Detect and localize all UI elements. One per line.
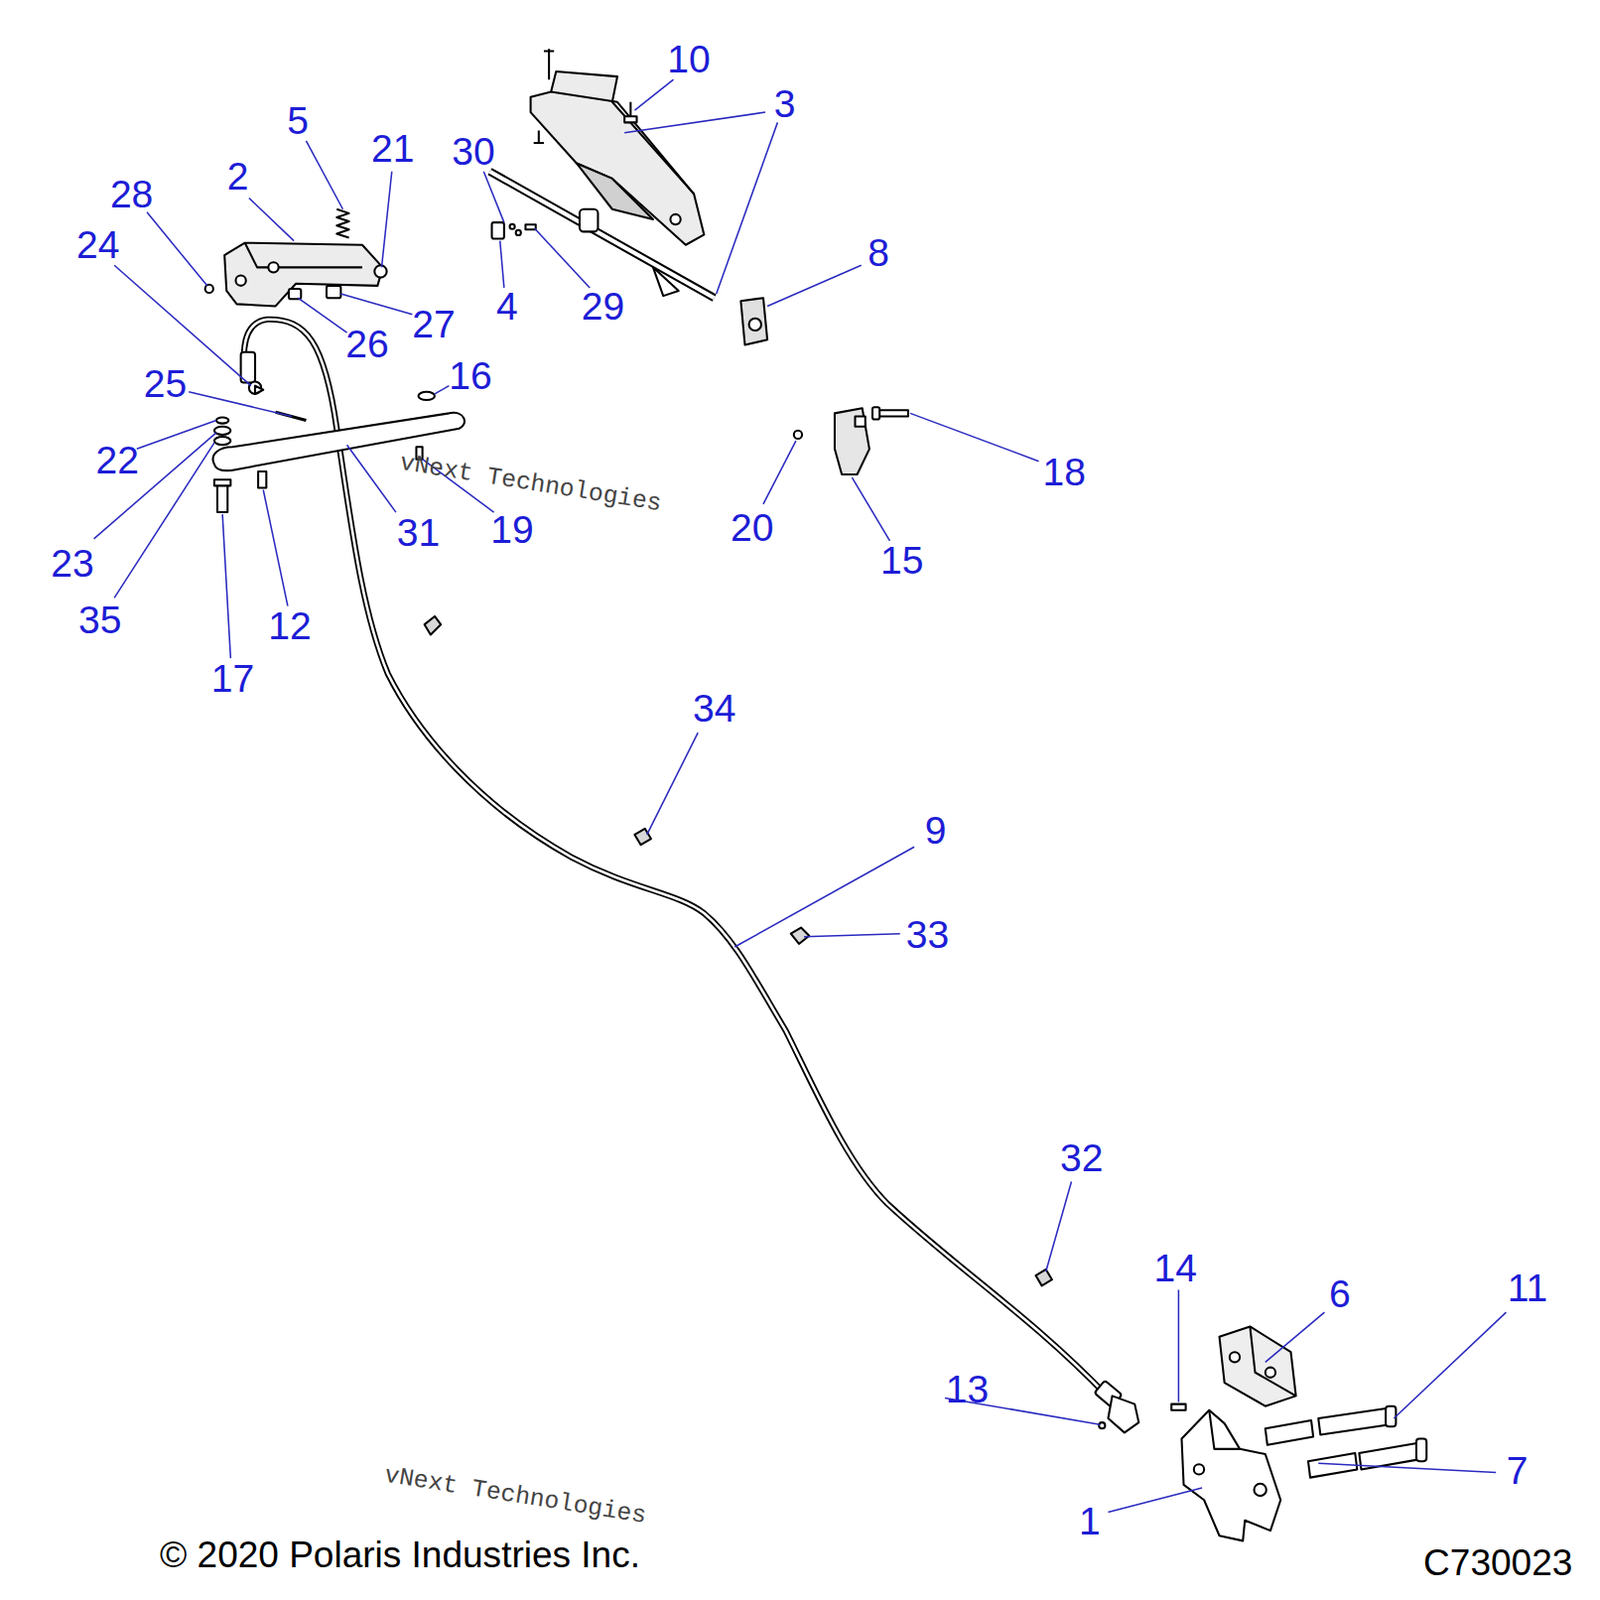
callout-number: 10 (666, 39, 710, 79)
callout-number: 25 (143, 364, 187, 403)
callout-number: 2 (227, 156, 250, 196)
callout-number: 24 (76, 225, 120, 265)
callout-number: 8 (867, 233, 890, 272)
callout-number: 5 (286, 101, 309, 140)
callout-number: 31 (397, 513, 440, 552)
callout-number: 32 (1060, 1138, 1103, 1178)
callout-number: 7 (1506, 1451, 1529, 1490)
callout-number: 34 (692, 688, 736, 728)
callout-number: 27 (411, 304, 455, 344)
callout-number: 30 (451, 132, 495, 171)
callout-number: 6 (1329, 1274, 1351, 1314)
callout-number: 15 (880, 540, 924, 580)
callout-number: 4 (496, 286, 519, 326)
callout-number: 13 (945, 1369, 989, 1409)
footer-text: C730023 (1423, 1544, 1573, 1582)
callout-number: 26 (345, 324, 389, 364)
callout-number: 3 (774, 84, 797, 124)
callout-number: 20 (730, 508, 774, 547)
footer-text: © 2020 Polaris Industries Inc. (159, 1536, 641, 1574)
callout-number: 9 (925, 810, 947, 850)
callout-number: 18 (1043, 452, 1086, 492)
callout-number: 17 (211, 659, 255, 698)
callout-number: 35 (78, 601, 122, 641)
callout-number: 16 (448, 356, 492, 396)
callout-number: 19 (490, 510, 534, 549)
callout-number: 21 (371, 130, 414, 169)
callout-number: 28 (110, 174, 153, 214)
watermark-text: vNext Technologies (398, 450, 664, 517)
callout-number: 12 (267, 606, 311, 646)
callout-number: 33 (906, 915, 949, 954)
callout-number: 22 (95, 440, 138, 480)
callout-number: 23 (50, 543, 94, 583)
callout-number: 14 (1154, 1248, 1198, 1288)
watermark-text: vNext Technologies (383, 1463, 649, 1529)
callout-number: 1 (1078, 1501, 1101, 1541)
callout-number: 29 (581, 286, 625, 326)
callout-number: 11 (1507, 1268, 1549, 1308)
